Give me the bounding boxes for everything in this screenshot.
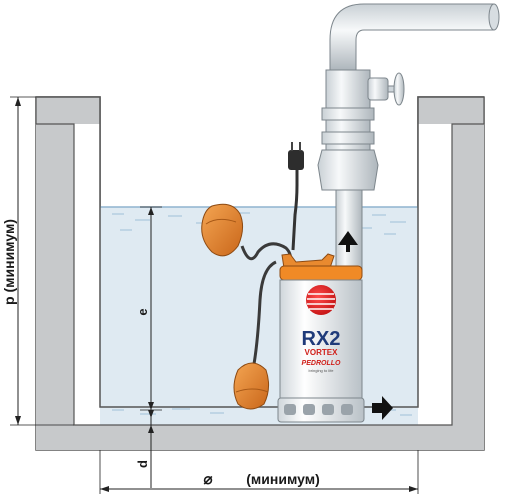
float-switch-lower [233, 260, 277, 410]
pump-base [277, 397, 365, 423]
inlet-arrow [372, 396, 393, 420]
water-ripples [112, 212, 412, 416]
pump-brand: PEDROLLO [302, 360, 341, 367]
label-width-minimum: (минимум) [246, 471, 319, 487]
dimension-width: ⌀ (минимум) [99, 450, 419, 494]
dimension-p: p (минимум) [1, 96, 74, 426]
brand-logo-icon [306, 285, 336, 315]
power-cable [288, 142, 304, 251]
pump-model: RX2 [302, 328, 341, 350]
label-d: d [135, 460, 150, 468]
pump-subtitle: VORTEX [305, 348, 339, 357]
plug-icon [288, 150, 304, 170]
float-switch-upper [201, 203, 292, 263]
label-p-minimum: p (минимум) [1, 219, 17, 305]
diameter-symbol: ⌀ [203, 471, 212, 488]
flow-up-arrow [338, 231, 358, 252]
discharge-pipe [317, 3, 500, 276]
concrete-wall [36, 97, 484, 450]
flow-arrows [338, 231, 393, 420]
inlet-slots [284, 404, 353, 415]
dimension-d: d [135, 410, 154, 488]
label-e: e [135, 308, 150, 315]
pump-tagline: bringing to life [309, 368, 335, 373]
submersible-pump: RX2 VORTEX PEDROLLO bringing to life [277, 253, 365, 423]
